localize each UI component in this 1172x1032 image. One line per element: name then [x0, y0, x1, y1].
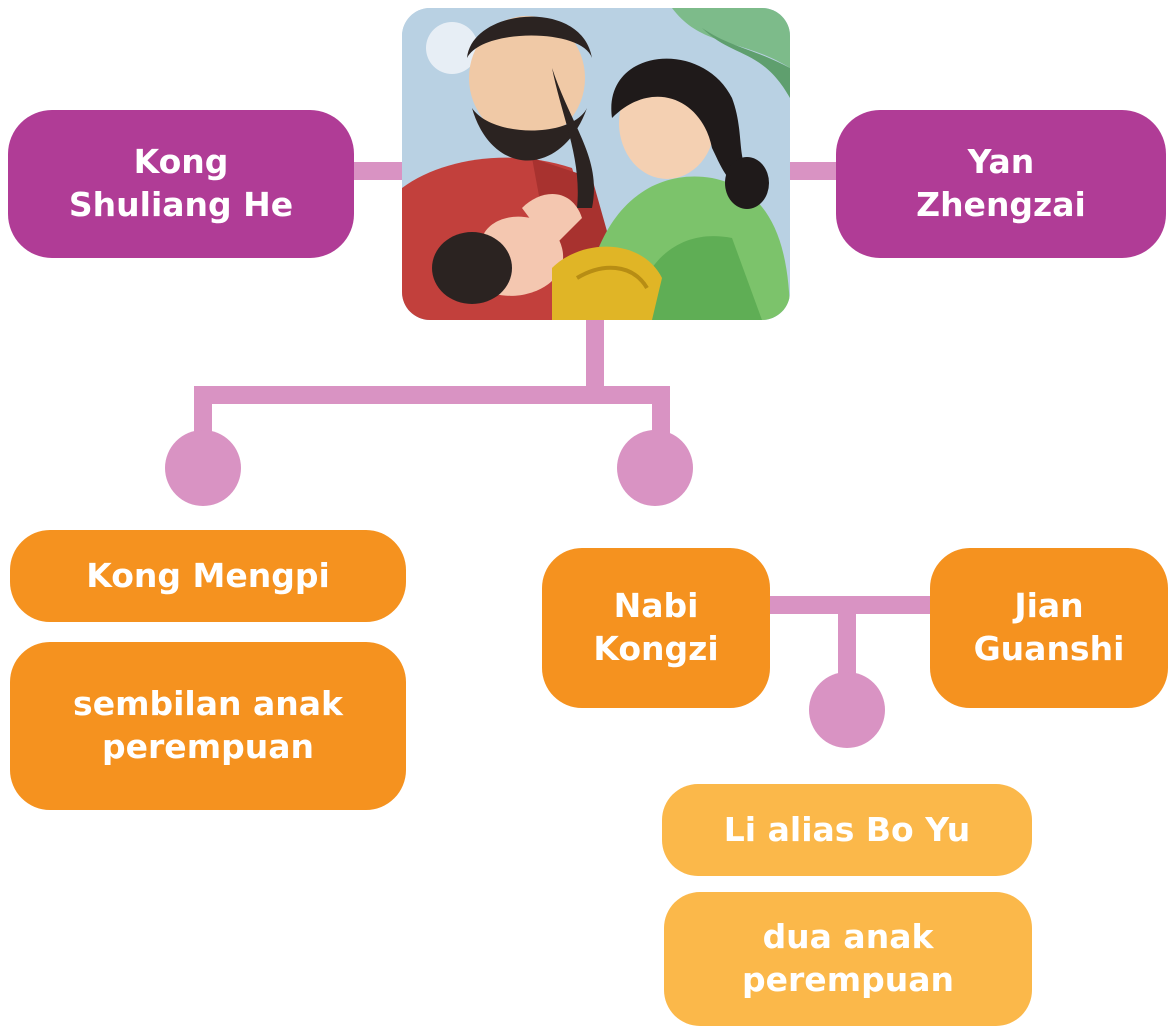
connector-grandchild-drop: [838, 596, 856, 696]
two-daughters-box: dua anak perempuan: [664, 892, 1032, 1026]
connector-photo-mother: [785, 162, 845, 180]
family-illustration: [402, 8, 790, 320]
node-dot-left: [165, 430, 241, 506]
li-bo-yu-box: Li alias Bo Yu: [662, 784, 1032, 876]
node-dot-grandchild: [809, 672, 885, 748]
connector-photo-trunk: [586, 318, 604, 400]
jian-guanshi-box: Jian Guanshi: [930, 548, 1168, 708]
connector-father-photo: [350, 162, 410, 180]
nine-daughters-box: sembilan anak perempuan: [10, 642, 406, 810]
connector-children-bar: [194, 386, 670, 404]
mother-box: Yan Zhengzai: [836, 110, 1166, 258]
son-kong-mengpi-box: Kong Mengpi: [10, 530, 406, 622]
node-dot-right: [617, 430, 693, 506]
nabi-kongzi-box: Nabi Kongzi: [542, 548, 770, 708]
family-illustration-art: [402, 8, 790, 320]
father-box: Kong Shuliang He: [8, 110, 354, 258]
